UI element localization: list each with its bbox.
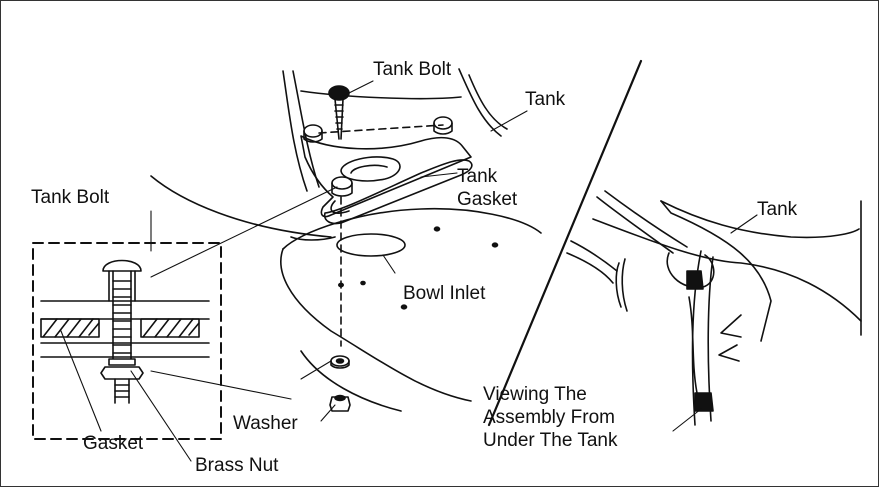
under-tank-view bbox=[566, 190, 862, 426]
label-tank-right: Tank bbox=[757, 199, 798, 220]
label-gasket: Gasket bbox=[83, 433, 144, 454]
label-brass-nut: Brass Nut bbox=[195, 455, 279, 476]
label-tank-bolt-left: Tank Bolt bbox=[31, 187, 110, 208]
leader-lines bbox=[60, 80, 758, 462]
bowl bbox=[150, 175, 542, 412]
label-viewing-caption: Viewing The Assembly From Under The Tank bbox=[483, 384, 618, 451]
dashed-assembly-line bbox=[318, 124, 444, 347]
label-tank-top: Tank bbox=[525, 89, 566, 110]
label-bowl-inlet: Bowl Inlet bbox=[403, 283, 486, 304]
label-tank-gasket: Tank Gasket bbox=[457, 166, 518, 210]
label-washer: Washer bbox=[233, 413, 298, 434]
bolts-on-tank bbox=[303, 116, 453, 197]
tank-gasket bbox=[323, 159, 473, 225]
label-tank-bolt-top: Tank Bolt bbox=[373, 59, 452, 80]
divider-line bbox=[487, 59, 643, 427]
washer-and-nut bbox=[329, 355, 351, 412]
detail-inset bbox=[32, 242, 222, 440]
